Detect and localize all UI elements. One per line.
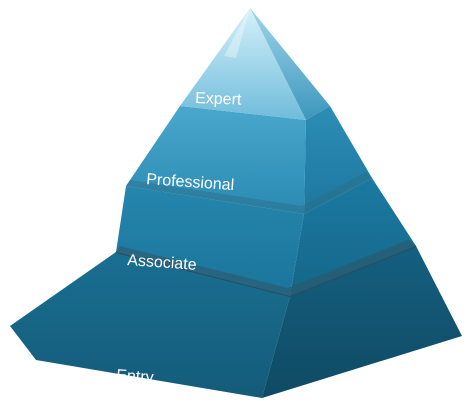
tier-professional — [126, 106, 372, 214]
tier-associate-right-face — [290, 178, 416, 296]
tier-expert-highlight — [224, 8, 250, 58]
tier-expert — [180, 8, 330, 120]
label-expert: Expert — [195, 90, 242, 109]
label-associate: Associate — [127, 252, 197, 274]
tier-professional-left-face — [126, 106, 306, 214]
tier-expert-left-face — [180, 8, 306, 120]
tier-professional-right-face — [304, 106, 372, 214]
tier-entry-left-face — [10, 252, 290, 398]
tier-expert-right-face — [250, 8, 330, 120]
tier-associate — [116, 178, 416, 296]
tier-associate-band — [116, 240, 416, 296]
label-entry: Entry — [116, 367, 154, 387]
tier-professional-band — [126, 172, 372, 214]
tier-associate-left-face — [116, 186, 304, 296]
label-professional: Professional — [146, 171, 235, 194]
